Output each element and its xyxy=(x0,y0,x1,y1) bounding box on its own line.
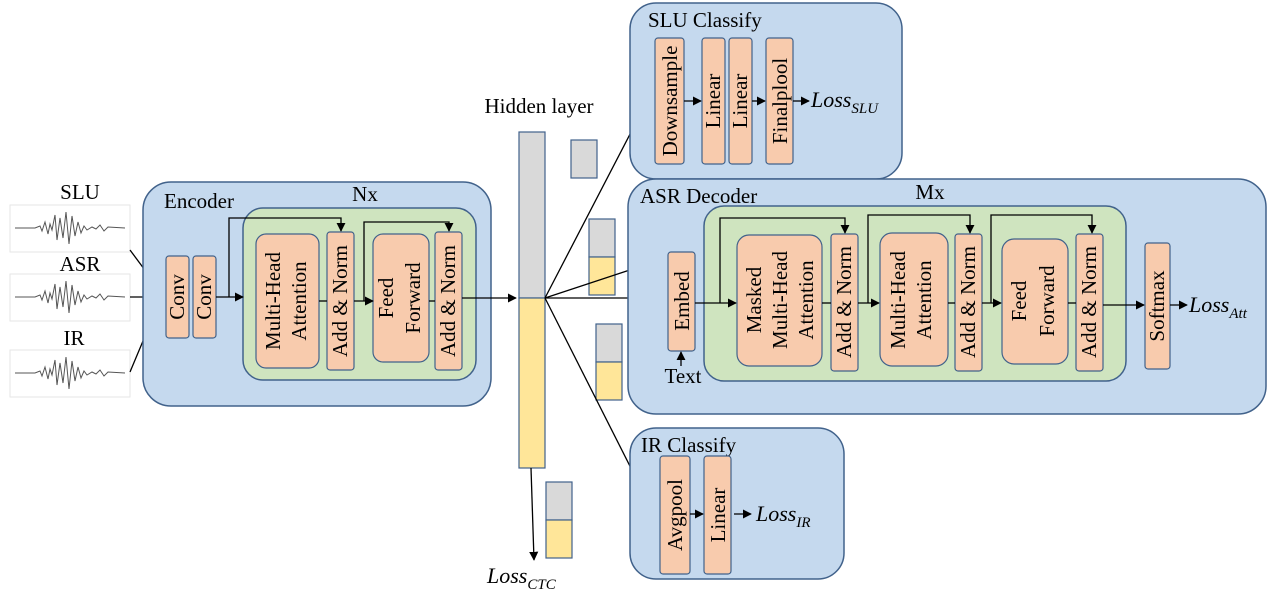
decoder-residual-3-arrow xyxy=(990,214,1097,303)
ir-classify-block: IR Classify Avgpool Linear LossIR xyxy=(629,427,845,580)
asr-masked-line3: Attention xyxy=(794,260,818,340)
slu-classify-block: SLU Classify Downsample Linear Linear Fi… xyxy=(629,2,903,180)
asr-decoder-block: ASR Decoder Mx Embed Text Masked Multi-H… xyxy=(627,178,1267,415)
ir-classify-title: IR Classify xyxy=(641,433,737,457)
hidden-layer-label: Hidden layer xyxy=(484,94,593,118)
hidden-layer-upper xyxy=(518,131,546,299)
ctc-feature-chunk-bottom xyxy=(545,519,573,559)
encoder-mha-line2: Attention xyxy=(287,261,311,341)
asr-softmax-label: Softmax xyxy=(1145,270,1169,342)
asr-waveform-icon xyxy=(15,280,126,314)
ir-avgpool xyxy=(659,455,691,575)
loss-slu-sub: SLU xyxy=(851,101,879,117)
input-asr-label: ASR xyxy=(60,252,101,276)
att-feature-chunk-bottom xyxy=(595,361,623,401)
asr-cross-mha-line1: Multi-Head xyxy=(886,251,910,349)
asr-ff-line1: Feed xyxy=(1007,280,1031,321)
encoder-ff-line2: Forward xyxy=(401,262,425,334)
asr-cross-mha-line2: Attention xyxy=(912,260,936,340)
loss-ir-base: Loss xyxy=(755,501,796,526)
asr-ff-line2: Forward xyxy=(1035,265,1059,337)
asr-add-norm-2-label: Add & Norm xyxy=(956,246,980,358)
encoder-residual-2-arrow xyxy=(363,221,454,301)
loss-ir-sub: IR xyxy=(795,515,810,531)
slu-feature-chunk xyxy=(570,139,598,179)
encoder-mha-line1: Multi-Head xyxy=(261,252,285,350)
asr-text-input: Text xyxy=(664,364,701,388)
input-ir: IR xyxy=(9,326,131,398)
ir-linear-label: Linear xyxy=(706,488,730,543)
ctc-feature-chunk-top xyxy=(545,481,573,521)
slu-linear-2-label: Linear xyxy=(728,74,752,129)
asr-add-norm-1-label: Add & Norm xyxy=(832,246,856,358)
encoder-conv-1-label: Conv xyxy=(165,274,189,320)
slu-downsample-label: Downsample xyxy=(658,46,682,157)
ir-waveform-icon xyxy=(15,356,126,390)
input-slu: SLU xyxy=(9,180,131,253)
encoder-add-norm-2-label: Add & Norm xyxy=(436,245,460,357)
input-ir-label: IR xyxy=(64,326,85,350)
slu-waveform-icon xyxy=(15,211,126,245)
hidden-layer-lower xyxy=(518,297,546,469)
loss-slu-base: Loss xyxy=(810,87,851,112)
hidden-layer: Hidden layer xyxy=(484,94,623,559)
slu-linear-1-label: Linear xyxy=(701,74,725,129)
encoder-residual-1-arrow xyxy=(228,217,346,297)
loss-ctc-sub: CTC xyxy=(527,577,556,593)
loss-ctc-base: Loss xyxy=(486,563,527,588)
loss-att: LossAtt xyxy=(1188,292,1248,322)
ir-avgpool-label: Avgpool xyxy=(663,479,687,551)
asr-decoder-repeat-label: Mx xyxy=(915,180,945,204)
asr-cross-mha xyxy=(879,232,949,367)
encoder-title: Encoder xyxy=(164,189,234,213)
asr-embed xyxy=(667,251,696,352)
loss-slu: LossSLU xyxy=(810,87,879,117)
decoder-residual-2-arrow xyxy=(867,214,975,303)
hidden-to-ir-arrow xyxy=(544,297,642,489)
encoder-add-norm-1-label: Add & Norm xyxy=(328,245,352,357)
asr-feature-chunk-top xyxy=(588,218,616,258)
asr-masked-mha xyxy=(736,234,823,367)
input-slu-label: SLU xyxy=(60,180,100,204)
att-feature-chunk-top xyxy=(595,323,623,363)
asr-decoder-title: ASR Decoder xyxy=(640,184,757,208)
encoder-repeat-label: Nx xyxy=(352,182,378,206)
ir-linear xyxy=(703,455,732,575)
encoder-ff-line1: Feed xyxy=(374,277,398,318)
asr-feed-forward xyxy=(1001,238,1069,365)
loss-att-sub: Att xyxy=(1228,306,1247,322)
asr-masked-line1: Masked xyxy=(742,266,766,333)
asr-softmax xyxy=(1144,242,1171,370)
encoder-conv-1 xyxy=(165,255,190,339)
hidden-to-ctc-arrow xyxy=(529,467,539,561)
loss-ir: LossIR xyxy=(755,501,811,531)
decoder-residual-1-arrow xyxy=(719,217,850,303)
asr-add-norm-3-label: Add & Norm xyxy=(1077,246,1101,358)
asr-masked-line2: Multi-Head xyxy=(768,251,792,349)
loss-ctc: LossCTC xyxy=(486,563,557,593)
input-asr: ASR xyxy=(9,252,131,322)
encoder-conv-2-label: Conv xyxy=(192,274,216,320)
slu-classify-title: SLU Classify xyxy=(648,8,762,32)
loss-att-base: Loss xyxy=(1188,292,1229,317)
asr-embed-label: Embed xyxy=(670,271,694,331)
encoder-block: Encoder Nx Conv Conv Multi-Head Attentio… xyxy=(142,181,517,407)
slu-linear-1 xyxy=(701,37,726,165)
slu-finalpool-label: Finalplool xyxy=(768,58,792,145)
